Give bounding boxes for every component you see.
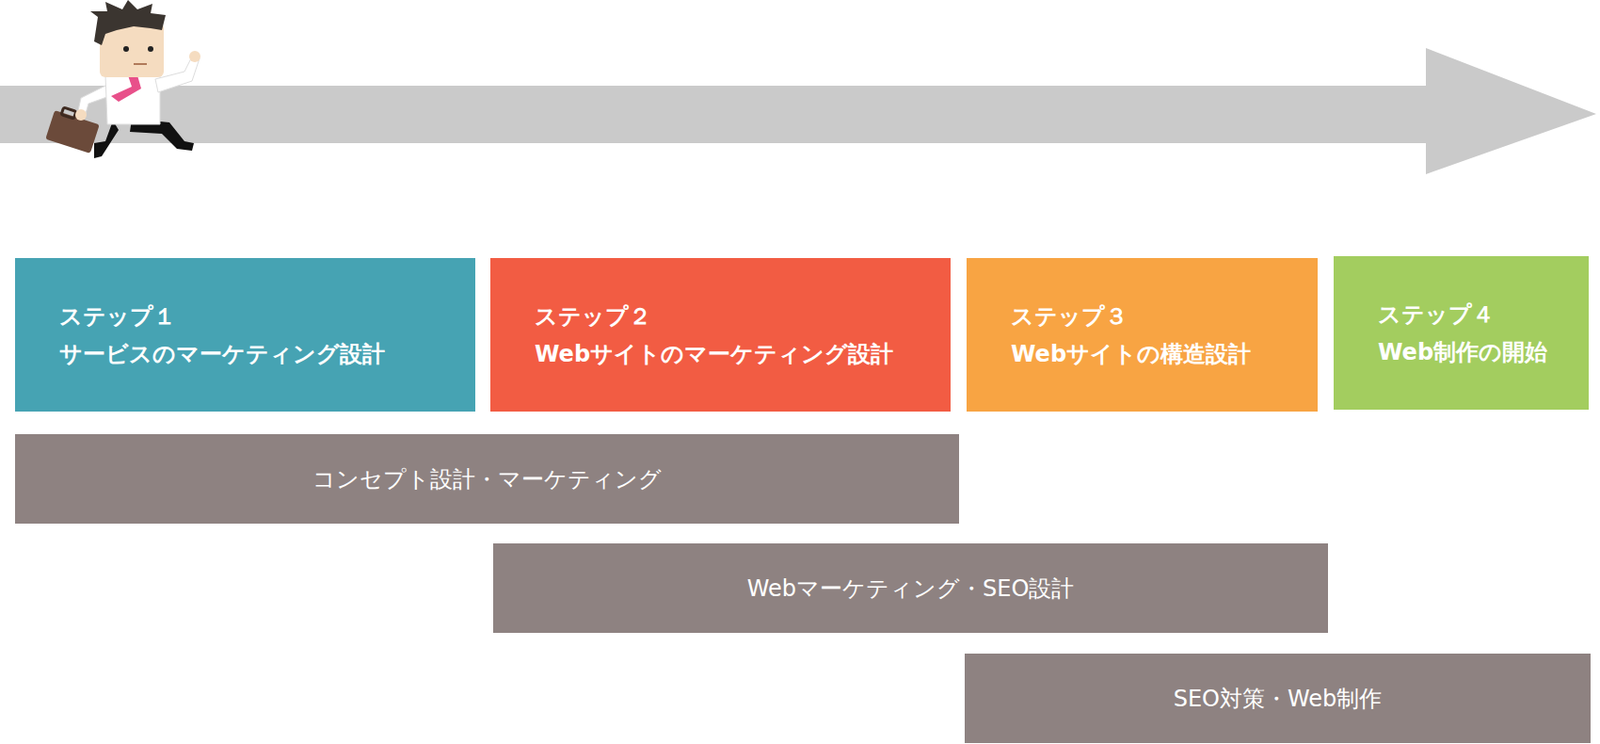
phase-bar: SEO対策・Web制作 [964, 653, 1591, 743]
step-label: Webサイトの構造設計 [1010, 335, 1299, 373]
step-label: Webマーケティング・SEO設計 [747, 573, 1075, 604]
step-heading: ステップ１ [59, 297, 457, 336]
step-heading: ステップ３ [1010, 297, 1299, 336]
step-box: ステップ３Webサイトの構造設計 [966, 257, 1318, 412]
phase-bar: Webマーケティング・SEO設計 [493, 543, 1328, 633]
step-label: SEO対策・Web制作 [1173, 683, 1383, 714]
step-box: ステップ１サービスのマーケティング設計 [15, 257, 476, 412]
step-label: サービスのマーケティング設計 [59, 335, 457, 373]
step-label: コンセプト設計・マーケティング [312, 464, 662, 495]
phase-bar: コンセプト設計・マーケティング [15, 433, 960, 524]
step-label: Web制作の開始 [1377, 333, 1570, 371]
step-heading: ステップ４ [1377, 295, 1570, 334]
step-box: ステップ４Web制作の開始 [1333, 256, 1589, 410]
step-heading: ステップ２ [534, 297, 932, 336]
businessman-figure [45, 0, 201, 159]
step-box: ステップ２Webサイトのマーケティング設計 [490, 257, 951, 412]
step-label: Webサイトのマーケティング設計 [534, 335, 932, 373]
progress-arrow [0, 48, 1597, 175]
